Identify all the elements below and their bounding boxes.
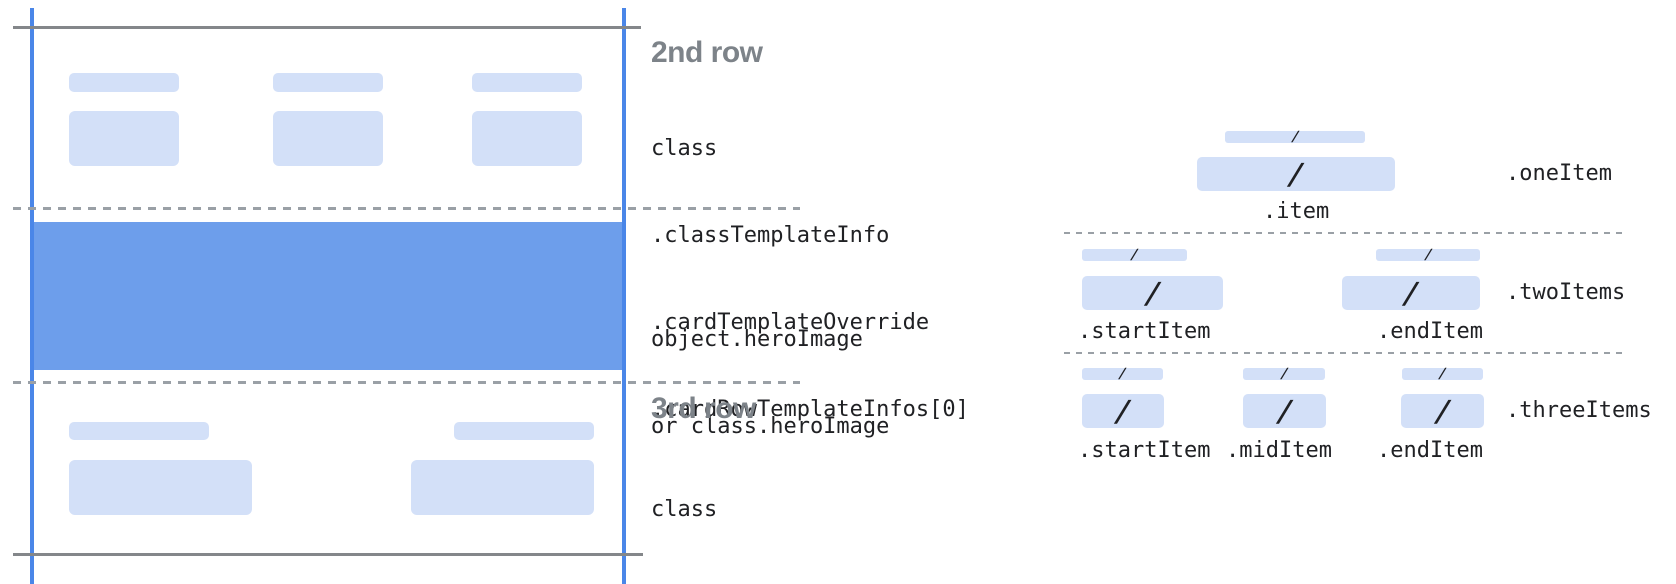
twoitems-end-value-bar: / — [1342, 276, 1480, 310]
threeitems-mid-label-bar: / — [1243, 366, 1325, 382]
oneitem-twoitems-divider-dashed — [1064, 232, 1628, 234]
row3-heading: 3rd row — [651, 392, 756, 425]
row3-start-label-placeholder — [69, 422, 209, 440]
twoitems-group-label: .twoItems — [1506, 280, 1626, 305]
text-placeholder-slash: / — [1284, 156, 1308, 191]
text-placeholder-slash: / — [1117, 366, 1128, 382]
code-line: .classTemplateInfo — [651, 223, 890, 248]
text-placeholder-slash: / — [1111, 393, 1135, 428]
right-vertical-guide — [622, 8, 626, 584]
enditem-label: .endItem — [1377, 438, 1483, 463]
code-line: class — [651, 136, 718, 161]
code-line: or class.heroImage — [651, 414, 890, 439]
enditem-label: .endItem — [1377, 319, 1483, 344]
twoitems-end-label-bar: / — [1376, 247, 1480, 263]
row2-col3-value-placeholder — [472, 111, 582, 166]
row2-col2-label-placeholder — [273, 73, 383, 92]
item-label: .item — [1263, 199, 1330, 224]
row2-col3-label-placeholder — [472, 73, 582, 92]
code-line: .cardRowTemplateInfos[0] — [651, 397, 969, 422]
row3-end-label-placeholder — [454, 422, 594, 440]
text-placeholder-slash: / — [1289, 129, 1301, 145]
twoitems-start-label-bar: / — [1082, 247, 1187, 263]
startitem-label: .startItem — [1078, 319, 1211, 344]
text-placeholder-slash: / — [1141, 275, 1164, 310]
hero-image-placeholder — [34, 222, 622, 370]
code-line: class — [651, 497, 718, 522]
hero-row3-divider-dashed — [13, 381, 800, 384]
row2-col1-label-placeholder — [69, 73, 179, 92]
left-vertical-guide — [30, 8, 34, 584]
oneitem-value-bar: / — [1197, 157, 1395, 191]
twoitems-start-value-bar: / — [1082, 276, 1223, 310]
threeitems-end-value-bar: / — [1401, 394, 1484, 428]
text-placeholder-slash: / — [1399, 275, 1423, 310]
oneitem-group-label: .oneItem — [1506, 161, 1612, 186]
threeitems-end-label-bar: / — [1402, 366, 1483, 382]
text-placeholder-slash: / — [1431, 393, 1454, 428]
twoitems-threeitems-divider-dashed — [1064, 352, 1628, 354]
threeitems-group-label: .threeItems — [1506, 398, 1652, 423]
threeitems-mid-value-bar: / — [1243, 394, 1326, 428]
threeitems-start-label-bar: / — [1082, 366, 1163, 382]
top-crop-line — [13, 26, 641, 29]
text-placeholder-slash: / — [1278, 366, 1290, 382]
startitem-label: .startItem — [1078, 438, 1211, 463]
row2-hero-divider-dashed — [13, 207, 800, 210]
row3-start-value-placeholder — [69, 460, 252, 515]
hero-code-path: object.heroImage or class.heroImage — [651, 267, 889, 499]
row2-col1-value-placeholder — [69, 111, 179, 166]
row2-code-path: class .classTemplateInfo .cardTemplateOv… — [651, 76, 969, 482]
bottom-crop-line — [13, 553, 643, 556]
code-line: object.heroImage — [651, 327, 863, 352]
row2-heading: 2nd row — [651, 36, 763, 69]
miditem-label: .midItem — [1226, 438, 1332, 463]
row2-col2-value-placeholder — [273, 111, 383, 166]
row3-code-path: class .classTemplateInfo .cardTemplateOv… — [651, 437, 969, 584]
row3-end-value-placeholder — [411, 460, 594, 515]
text-placeholder-slash: / — [1273, 393, 1296, 428]
code-line: .cardTemplateOverride — [651, 310, 930, 335]
text-placeholder-slash: / — [1437, 366, 1448, 382]
text-placeholder-slash: / — [1422, 247, 1434, 263]
text-placeholder-slash: / — [1129, 247, 1140, 263]
threeitems-start-value-bar: / — [1082, 394, 1164, 428]
oneitem-label-bar: / — [1225, 129, 1365, 145]
